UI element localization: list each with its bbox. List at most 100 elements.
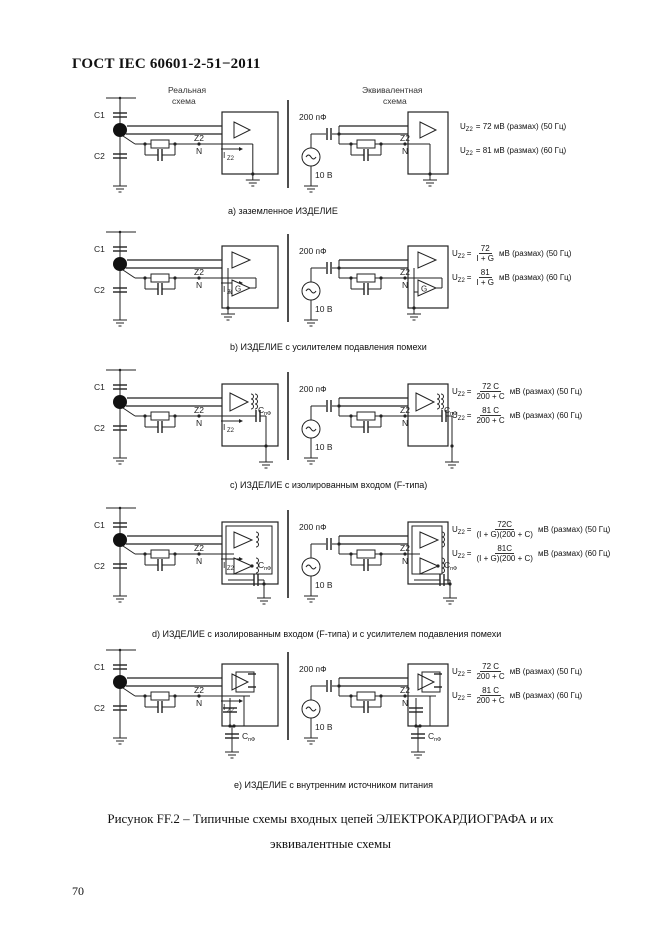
source-10v-label: 10 В xyxy=(315,580,333,590)
panel-caption-b: b) ИЗДЕЛИЕ с усилителем подавления помех… xyxy=(230,342,427,352)
formula-fraction: 72C(I + G)(200 + C) xyxy=(474,520,534,539)
c1-capacitor-icon xyxy=(113,112,127,118)
i-z2-subscript: Z2 xyxy=(227,290,235,296)
junction-dot xyxy=(436,564,440,568)
i-z2-label: I xyxy=(223,560,225,570)
ground-icon xyxy=(423,174,437,187)
rld-amplifier-icon: G xyxy=(231,279,252,297)
fraction-denominator: (I + G)(200 + C) xyxy=(476,530,533,539)
z2-node-dot xyxy=(197,142,201,146)
transformer-coil-icon xyxy=(254,393,258,410)
i-z2-subscript: Z2 xyxy=(227,566,235,572)
c-pf-label: C xyxy=(428,731,434,741)
resistor-icon xyxy=(150,139,170,149)
c2-label: C2 xyxy=(94,151,105,161)
rld-amplifier-icon: G xyxy=(417,279,438,297)
c-pf-label: C xyxy=(258,405,264,415)
fraction-numerator: 81 C xyxy=(480,406,502,416)
i-z2-label: I xyxy=(223,150,225,160)
amplifier-icon xyxy=(419,531,440,549)
sine-wave-icon xyxy=(305,288,317,294)
z2-node-dot xyxy=(197,552,201,556)
battery-loop xyxy=(235,671,255,693)
formula-lhs: U xyxy=(452,525,458,534)
sine-wave-icon xyxy=(305,564,317,570)
amplifier-icon xyxy=(233,121,252,139)
c2-label: C2 xyxy=(94,561,105,571)
equivalent-schema-label-line2: схема xyxy=(383,96,407,106)
c2-capacitor-icon xyxy=(113,425,127,431)
formula-lhs: U xyxy=(452,411,458,420)
n-label: N xyxy=(196,146,202,156)
c1-label: C1 xyxy=(94,110,105,120)
transformer-coil-icon xyxy=(255,531,259,548)
i-z2-subscript: Z2 xyxy=(227,156,235,162)
electrode-icon xyxy=(113,123,127,137)
c-pf-subscript: пФ xyxy=(248,737,255,743)
z2-label: Z2 xyxy=(194,267,204,277)
formula-lhs-subscript: Z2 xyxy=(457,253,465,260)
resistor-icon xyxy=(356,139,376,149)
z2-label: Z2 xyxy=(194,543,204,553)
junction-dot xyxy=(418,724,422,728)
formula-unit: мВ (размах) (60 Гц) xyxy=(537,549,611,558)
internal-capacitor-icon xyxy=(223,707,237,713)
n-label: N xyxy=(402,698,408,708)
amplifier-icon xyxy=(233,531,254,549)
junction-dot xyxy=(448,582,452,586)
n-label: N xyxy=(196,556,202,566)
ground-icon xyxy=(304,180,318,193)
z2-node-dot xyxy=(197,276,201,280)
source-10v-label: 10 В xyxy=(315,722,333,732)
arrowhead-icon xyxy=(239,557,243,561)
formula-lhs: U xyxy=(452,549,458,558)
device-enclosure xyxy=(407,245,449,309)
parallel-capacitor-icon xyxy=(157,421,163,433)
internal-capacitor-icon xyxy=(409,707,423,713)
equals-sign: = xyxy=(466,387,472,396)
device-enclosure xyxy=(221,663,279,727)
c1-capacitor-icon xyxy=(113,246,127,252)
n-label: N xyxy=(402,418,408,428)
parallel-capacitor-icon xyxy=(363,701,369,713)
rld-amplifier-icon xyxy=(419,557,440,575)
inner-isolated-enclosure xyxy=(225,525,273,575)
parallel-capacitor-icon xyxy=(157,559,163,571)
device-enclosure xyxy=(407,663,449,727)
real-schema-label-line1: Реальная xyxy=(168,85,207,95)
formula-lhs-subscript: Z2 xyxy=(457,391,465,398)
formula-lhs: U xyxy=(460,122,466,131)
z2-node-dot xyxy=(197,414,201,418)
formula-lhs: U xyxy=(452,249,458,258)
ground-icon xyxy=(445,456,459,469)
equals-sign: = xyxy=(466,691,472,700)
fraction-denominator: I + G xyxy=(476,278,495,287)
ground-icon xyxy=(113,452,127,465)
ground-icon xyxy=(304,452,318,465)
formula-lhs: U xyxy=(452,667,458,676)
capacitor-200pf-icon xyxy=(326,262,332,274)
ground-icon xyxy=(221,308,235,321)
c2-capacitor-icon xyxy=(113,153,127,159)
c2-capacitor-icon xyxy=(113,563,127,569)
transformer-coil-icon xyxy=(441,557,445,574)
fraction-denominator: I + G xyxy=(476,254,495,263)
device-enclosure xyxy=(221,521,279,585)
c-pf-capacitor-icon xyxy=(411,733,425,739)
inner-isolated-enclosure xyxy=(411,525,443,575)
z2-node-dot xyxy=(403,694,407,698)
equals-sign: = xyxy=(466,549,472,558)
z2-label: Z2 xyxy=(400,133,410,143)
ground-icon xyxy=(113,180,127,193)
